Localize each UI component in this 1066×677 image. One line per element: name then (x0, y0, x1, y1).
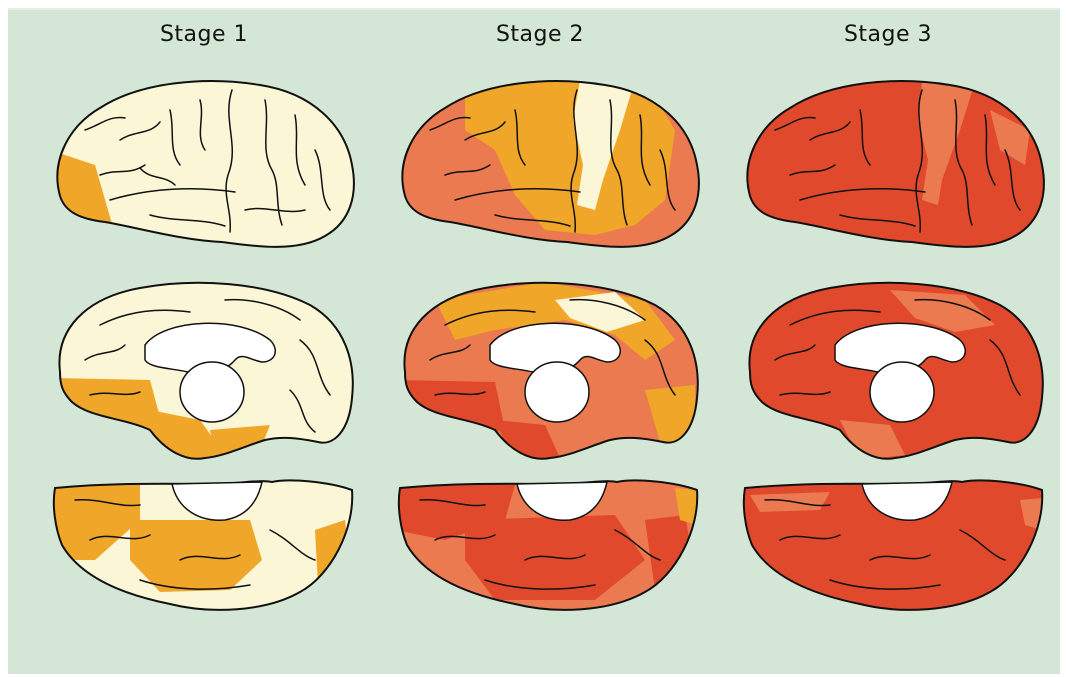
stage-3-ventral-view (744, 480, 1042, 609)
stage-2-title: Stage 2 (410, 22, 670, 47)
stage-1-medial-view (55, 283, 353, 465)
stage-1-lateral-view (50, 81, 354, 247)
stage-3-brains (744, 81, 1044, 610)
stage-3-lateral-view (747, 81, 1044, 247)
stage-2-brains (395, 80, 699, 610)
stage-1-brains (50, 81, 354, 610)
stage-1-ventral-view (50, 480, 352, 610)
stage-1-title: Stage 1 (74, 22, 334, 47)
stage-2-ventral-view (395, 480, 697, 610)
stage-3-title: Stage 3 (758, 22, 1018, 47)
stage-3-medial-view (749, 283, 1042, 460)
stage-2-medial-view (400, 282, 698, 465)
stage-2-lateral-view (402, 80, 699, 247)
